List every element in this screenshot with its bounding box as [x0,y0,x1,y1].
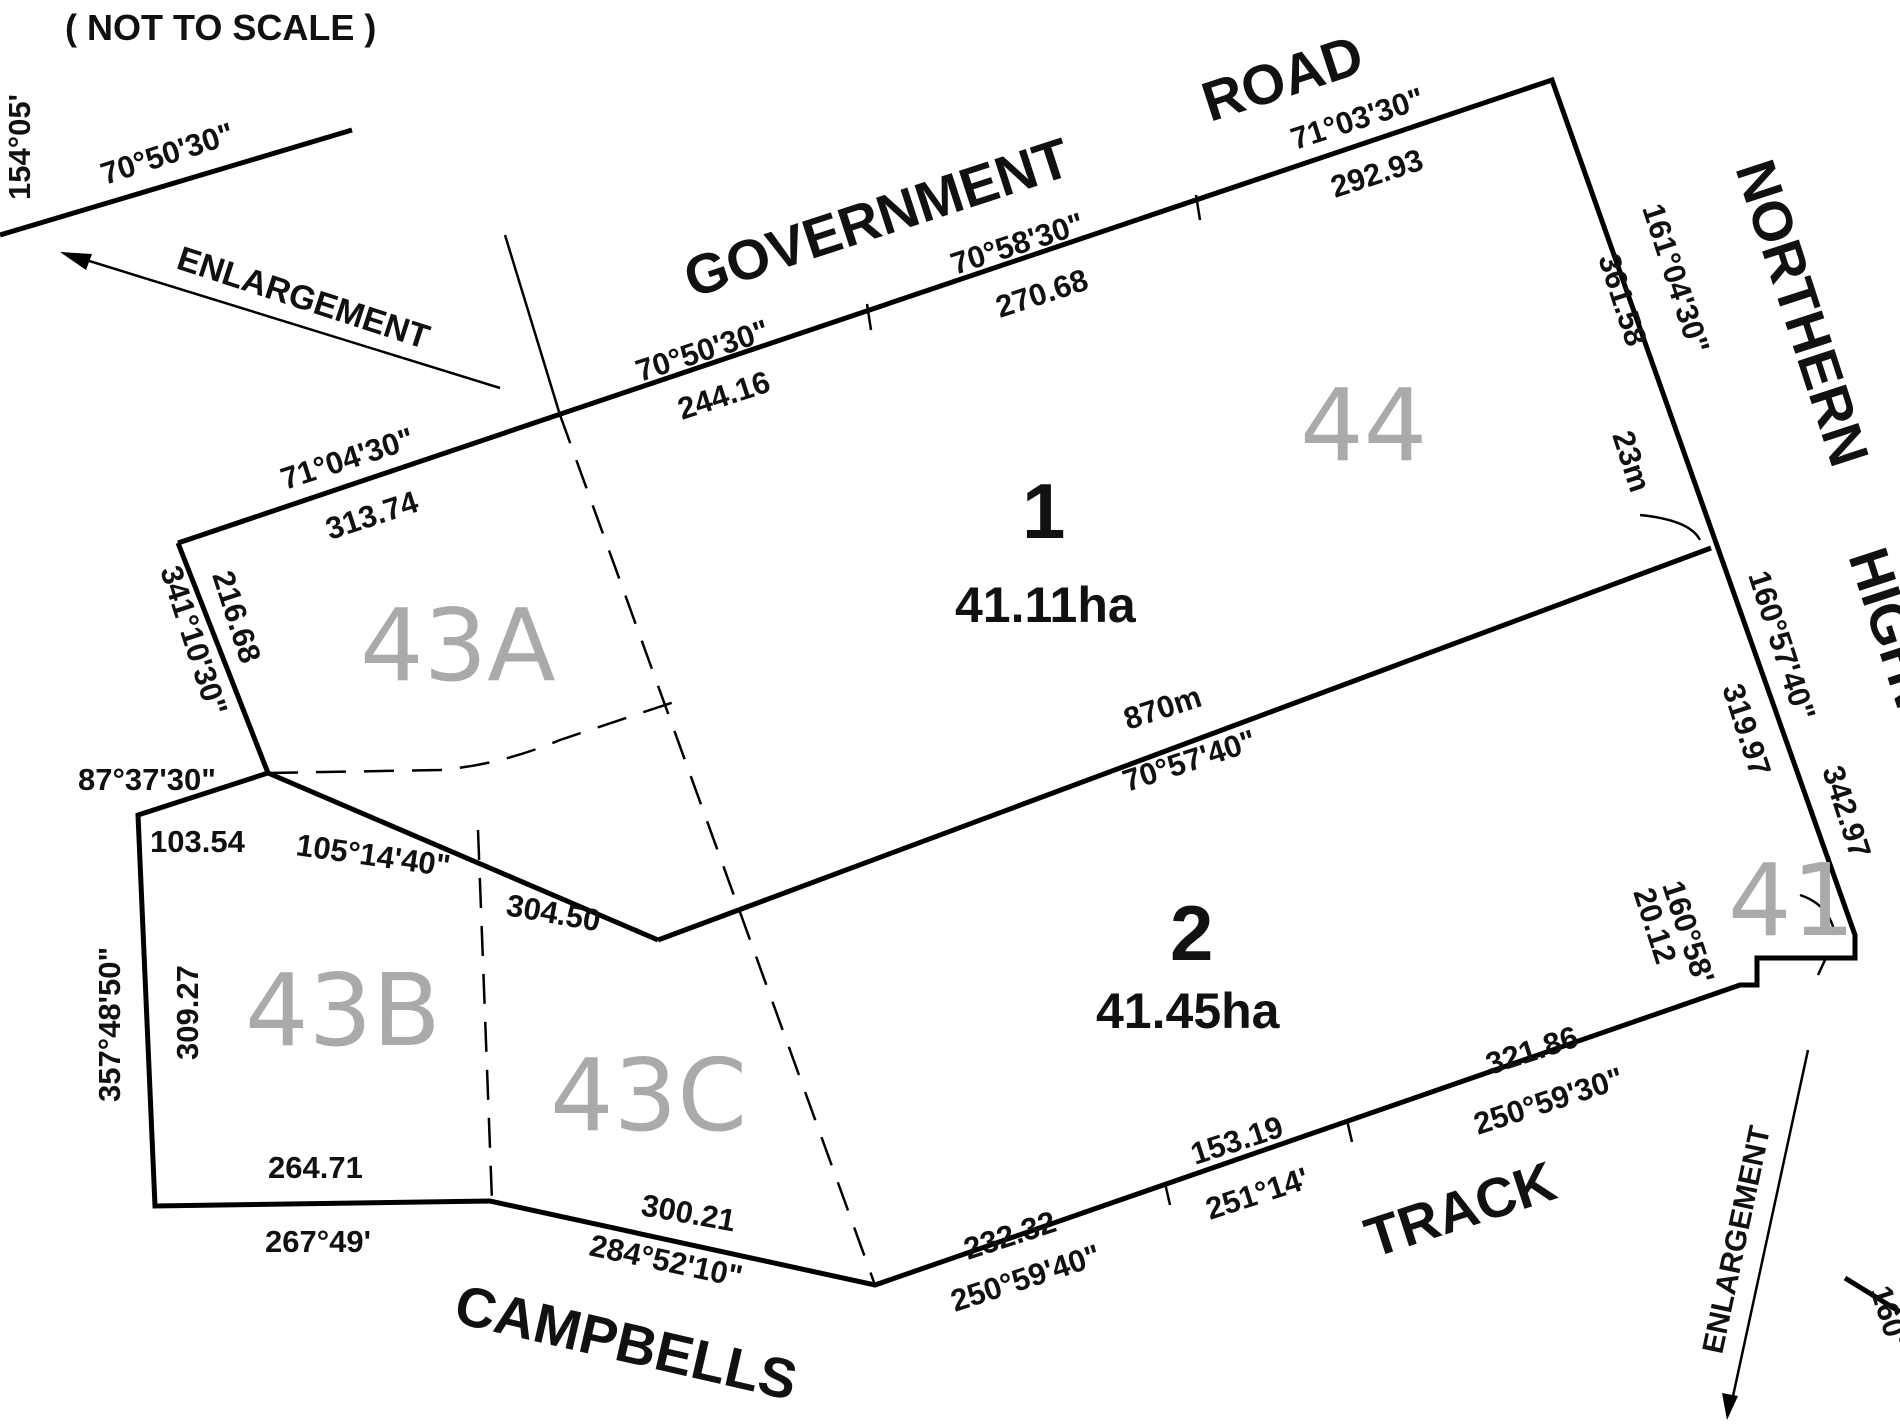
road-name-track: TRACK [1357,1149,1563,1269]
dim-top-bearing: 70°50'30" [96,116,238,192]
ghost-label-43a: 43A [360,587,556,704]
road-boundary-fragment-br [1843,1275,1900,1315]
tick-2 [1194,194,1202,221]
dim-bearing-267-49: 267°49' [265,1224,371,1259]
dim-bearing-87-37-30: 87°37'30" [78,762,216,797]
dim-309-27: 309.27 [170,965,205,1060]
road-boundary-fragment [0,127,353,238]
arrowhead-left [60,252,92,270]
dim-bearing-251-14: 251°14' [1201,1161,1313,1227]
plan-labels: ( NOT TO SCALE ) GOVERNMENT ROAD NORTHER… [2,7,1900,1412]
dim-264-71: 264.71 [268,1150,363,1185]
dim-23m: 23m [1605,426,1657,496]
lot-2-area: 41.45ha [1096,983,1281,1039]
enlargement-arrow-left [69,253,501,390]
arc-160-58 [1799,893,1837,936]
road-name-northern: NORTHERN [1724,152,1882,473]
lot-divider [657,545,1712,943]
ghost-label-43c: 43C [550,1037,747,1154]
dim-bearing-357-48-50: 357°48'50" [92,947,127,1102]
corner-detail-a [1816,959,1827,976]
arrowhead-right [1722,1393,1738,1420]
dim-321-86: 321.86 [1481,1019,1582,1082]
ghost-label-41: 41 [1728,842,1855,959]
ghost-label-43b: 43B [245,952,441,1069]
ghost-label-44: 44 [1300,367,1427,484]
dashed-divider-b [558,414,877,1286]
tick-3 [1163,1182,1172,1206]
inner-boundary-1 [267,770,659,943]
dim-bottom-right-truncated: 160° [1863,1281,1900,1353]
outer-boundary [135,76,1858,1288]
dim-361-58: 361.58 [1591,249,1654,350]
lot-1-number: 1 [1022,467,1065,555]
dim-153-19: 153.19 [1186,1109,1287,1172]
dim-bearing-105-14-40: 105°14'40" [294,827,453,883]
dashed-divider-a [503,234,562,416]
dashed-divider-c [476,829,494,1202]
road-name-campbells: CAMPBELLS [449,1272,803,1412]
not-to-scale-note: ( NOT TO SCALE ) [65,7,376,48]
enlargement-arrow-right [1728,1049,1810,1411]
enlargement-label-right: ENLARGEMENT [1697,1123,1777,1356]
tick-1 [865,303,873,331]
dim-304-50: 304.50 [504,887,603,938]
dim-left-truncated: 154°05' [2,94,37,200]
dim-313-74: 313.74 [321,484,423,547]
lot-2-number: 2 [1170,889,1213,977]
dim-300-21: 300.21 [639,1187,738,1238]
lot-1-area: 41.11ha [955,577,1137,633]
dim-bearing-70-57-40: 70°57'40" [1118,723,1260,799]
arc-23m [1639,513,1702,541]
road-name-government: GOVERNMENT [676,125,1077,309]
dim-270-68: 270.68 [991,262,1092,325]
dim-103-54: 103.54 [150,824,246,859]
dashed-curve [267,698,681,775]
tick-4 [1345,1119,1354,1143]
dim-870m: 870m [1119,679,1205,737]
plan-lines [0,76,1900,1420]
road-name-highway: HIGHW [1837,540,1900,743]
